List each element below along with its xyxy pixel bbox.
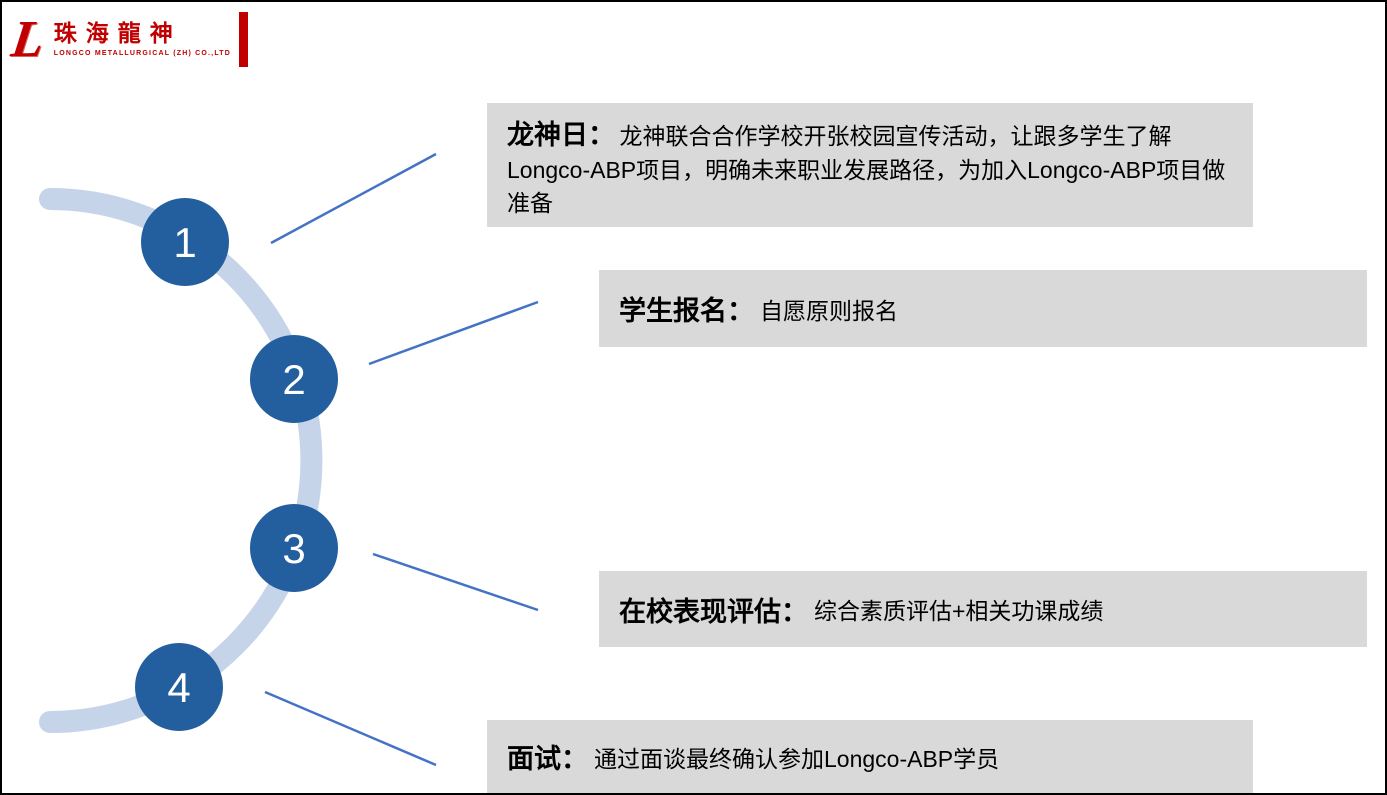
step-box-2: 学生报名： 自愿原则报名	[599, 270, 1367, 347]
connector-line-1	[270, 152, 437, 245]
connector-line-3	[372, 552, 539, 612]
step-number-1: 1	[173, 219, 196, 266]
logo-accent-bar	[239, 12, 248, 67]
company-name-en: LONGCO METALLURGICAL (ZH) CO.,LTD	[53, 50, 232, 57]
step-number-4: 4	[167, 664, 190, 711]
step-body-4: 通过面谈最终确认参加Longco-ABP学员	[594, 745, 1000, 772]
step-box-3: 在校表现评估： 综合素质评估+相关功课成绩	[599, 571, 1367, 647]
step-number-3: 3	[282, 525, 305, 572]
step-title-2: 学生报名：	[619, 296, 754, 326]
step-body-2: 自愿原则报名	[760, 297, 898, 324]
step-title-3: 在校表现评估：	[619, 596, 808, 627]
step-circle-1	[141, 198, 229, 286]
company-logo-text: 珠海龍神 LONGCO METALLURGICAL (ZH) CO.,LTD	[54, 21, 231, 59]
step-circle-3	[250, 504, 338, 592]
step-circle-4	[135, 643, 223, 731]
connector-line-2	[368, 300, 539, 366]
connector-line-4	[264, 690, 437, 767]
step-circle-2	[250, 335, 338, 423]
step-body-1: 龙神联合合作学校开张校园宣传活动，让跟多学生了解Longco-ABP项目，明确未…	[507, 123, 1226, 216]
step-body-3: 综合素质评估+相关功课成绩	[814, 598, 1104, 624]
step-number-2: 2	[282, 356, 305, 403]
step-box-4: 面试： 通过面谈最终确认参加Longco-ABP学员	[487, 720, 1253, 793]
step-title-1: 龙神日：	[507, 120, 615, 150]
step-box-1: 龙神日： 龙神联合合作学校开张校园宣传活动，让跟多学生了解Longco-ABP项…	[487, 103, 1253, 227]
company-logo: L 珠海龍神 LONGCO METALLURGICAL (ZH) CO.,LTD	[8, 10, 231, 70]
company-name-cn: 珠海龍神	[53, 21, 182, 46]
step-title-4: 面试：	[507, 744, 588, 774]
